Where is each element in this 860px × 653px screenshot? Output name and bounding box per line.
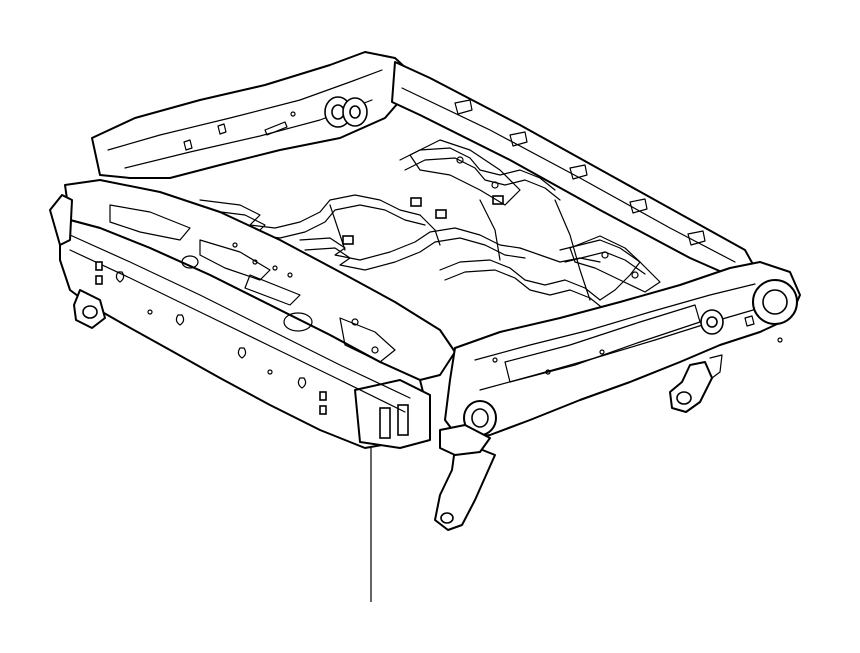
right-side-rail: [434, 261, 801, 531]
inner-brackets: [409, 139, 661, 293]
spring-mesh: [199, 147, 646, 311]
left-side-rail: [49, 179, 456, 449]
